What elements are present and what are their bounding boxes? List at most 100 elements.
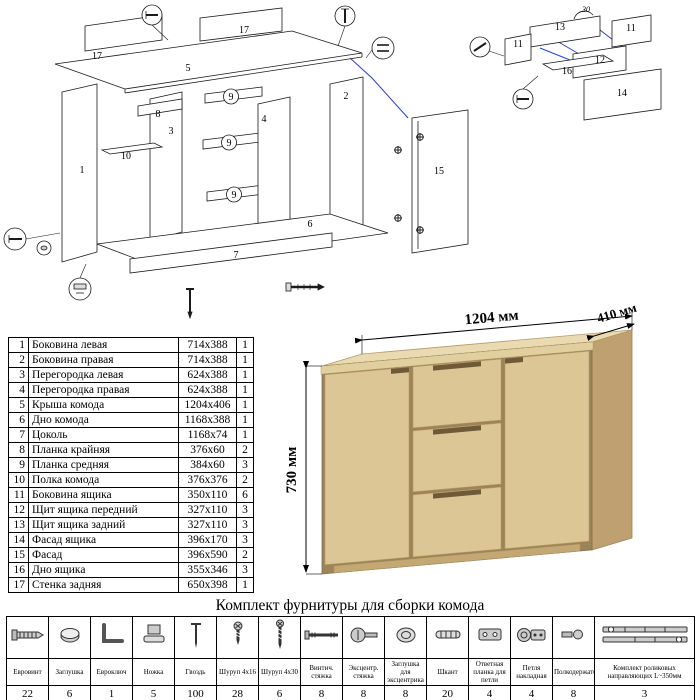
- part-label: 6: [308, 219, 313, 230]
- drawer-side-right: [611, 14, 652, 48]
- drawer-bottom: [541, 54, 615, 71]
- callout-bolt-icon: [334, 5, 356, 47]
- euro-screw-icon: [6, 616, 49, 659]
- exploded-main-assembly: [54, 7, 469, 274]
- part-label: 15: [434, 166, 444, 177]
- dresser-drawer-2: [412, 422, 502, 493]
- callout-screw-icon: [512, 75, 539, 110]
- hinge-icon: [510, 616, 553, 659]
- part-label: 7: [234, 250, 239, 261]
- panel-door: [411, 109, 469, 254]
- part-label: 5: [186, 63, 191, 74]
- dresser-right-door: [504, 350, 590, 549]
- hinge-icon: [394, 146, 402, 154]
- part-label: 3: [169, 126, 174, 137]
- foot-icon: [132, 616, 175, 659]
- part-label: 9: [227, 138, 232, 149]
- exploded-drawer-detail: [504, 10, 662, 121]
- part-label: 16: [562, 66, 572, 77]
- part-label: 13: [555, 22, 565, 33]
- drawer-back: [529, 15, 601, 48]
- cam-cap-icon: [384, 616, 427, 659]
- panel-back-left: [84, 14, 163, 52]
- part-label: 11: [626, 23, 636, 34]
- screw-short-icon: [216, 616, 259, 659]
- hardware-kit-table: Евровинт Заглушка Евроключ Ножка Гвоздь …: [6, 616, 695, 700]
- part-number-labels: 17 17 5 1 8 3 10 9 9 9 4 2 6 7 15 13 11 …: [80, 5, 636, 261]
- hardware-names-row: Евровинт Заглушка Евроключ Ножка Гвоздь …: [6, 658, 695, 686]
- drawer-side-left: [504, 33, 532, 66]
- callout-foot-icon: [68, 263, 92, 301]
- nail-icon: [174, 616, 217, 659]
- hinge-icon: [416, 133, 424, 141]
- dresser-top-edge: [320, 341, 594, 375]
- part-label: 14: [617, 88, 627, 99]
- hardware-kit-title: Комплект фурнитуры для сборки комода: [215, 597, 485, 614]
- callout-cap-icon: [36, 240, 52, 256]
- exploded-diagram: 17 17 5 1 8 3 10 9 9 9 4 2 6 7 15 13 11 …: [3, 4, 662, 320]
- left-door-handle-groove: [391, 367, 409, 374]
- part-label: 10: [121, 151, 131, 162]
- drawer-2-handle-groove: [433, 425, 481, 435]
- dowel-icon: [426, 616, 469, 659]
- callout-screw-icon: [141, 4, 169, 41]
- hex-key-icon: [90, 616, 133, 659]
- part-label: 4: [262, 114, 267, 125]
- shelf-pin-icon: [552, 616, 595, 659]
- angle-arc: [573, 10, 594, 20]
- hinge-icon: [416, 226, 424, 234]
- dresser-left-door: [324, 366, 410, 566]
- panel-back-right: [199, 7, 283, 42]
- callout-screw-icon: [3, 227, 61, 251]
- drawer-facade: [583, 68, 662, 121]
- hinge-icon: [394, 214, 402, 222]
- width-dimension-label: 1204 мм: [464, 308, 519, 329]
- dresser-front-face: [320, 341, 594, 575]
- callout-double-screw-icon: [365, 36, 395, 60]
- fastener-callouts: [3, 4, 539, 320]
- part-label: 12: [595, 55, 605, 66]
- part-label: 2: [344, 91, 349, 102]
- panel-partition-left: [149, 91, 183, 242]
- loose-screw-horizontal-icon: [285, 282, 325, 292]
- strike-plate-icon: [468, 616, 511, 659]
- roller-rails-icon: [594, 616, 695, 659]
- part-label: 9: [232, 190, 237, 201]
- height-dimension: [303, 361, 322, 575]
- panel-plank-edge: [137, 98, 183, 117]
- drawer-1-handle-groove: [433, 361, 481, 371]
- dresser-drawer-1: [412, 358, 502, 429]
- bolt-tie-icon: [300, 616, 343, 659]
- hinge-symbols: [394, 133, 424, 234]
- loose-screw-vertical-icon: [186, 288, 194, 320]
- right-door-handle-groove: [505, 357, 523, 364]
- dresser-plinth: [333, 543, 581, 574]
- hardware-icons-row: [6, 616, 695, 659]
- part-label: 1: [80, 165, 85, 176]
- angle-label: 30: [581, 5, 590, 14]
- part-label: 8: [156, 109, 161, 120]
- drawer-3-handle-groove: [433, 489, 481, 499]
- screw-long-icon: [258, 616, 301, 659]
- dresser-side-face: [591, 329, 633, 551]
- cam-lock-icon: [342, 616, 385, 659]
- panel-side-left: [61, 83, 98, 263]
- hardware-qty-row: 22 6 1 5 100 28 6 8 8 8 20 4 4 8 3: [6, 685, 695, 700]
